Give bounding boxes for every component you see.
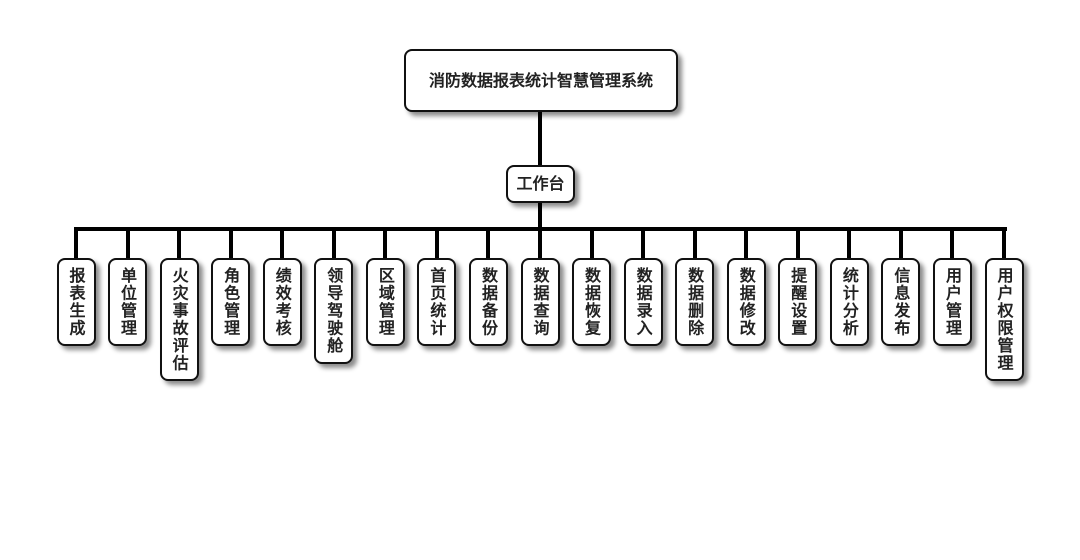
module-label: 数据恢复	[582, 267, 602, 337]
module-node: 领导驾驶舱	[314, 258, 354, 364]
module-node: 区域管理	[365, 258, 405, 346]
module-label: 区域管理	[375, 267, 395, 337]
module-label: 火灾事故评估	[169, 267, 189, 372]
connector-module	[538, 229, 542, 259]
module-label: 领导驾驶舱	[324, 267, 344, 355]
module-node: 用户管理	[932, 258, 972, 346]
connector-root-hub	[538, 112, 542, 165]
connector-module	[744, 229, 749, 259]
module-node: 首页统计	[417, 258, 457, 346]
connector-module	[228, 229, 233, 259]
module-node: 统计分析	[829, 258, 869, 346]
module-label: 数据备份	[478, 267, 498, 337]
module-label: 数据修改	[736, 267, 756, 337]
module-node: 数据删除	[675, 258, 715, 346]
connector-module	[795, 229, 800, 259]
connector-module	[898, 229, 903, 259]
module-node: 提醒设置	[778, 258, 818, 346]
module-node: 绩效考核	[262, 258, 302, 346]
module-node: 用户权限管理	[984, 258, 1024, 381]
connector-module	[950, 229, 955, 259]
module-node: 火灾事故评估	[159, 258, 199, 381]
connector-module	[331, 229, 336, 259]
module-label: 角色管理	[221, 267, 241, 337]
connector-module	[847, 229, 852, 259]
module-label: 数据删除	[685, 267, 705, 337]
connector-module	[1002, 229, 1006, 259]
module-node: 报表生成	[56, 258, 96, 346]
module-label: 单位管理	[118, 267, 138, 337]
connector-module	[434, 229, 439, 259]
module-label: 提醒设置	[788, 267, 808, 337]
module-node: 单位管理	[108, 258, 148, 346]
connector-module	[486, 229, 491, 259]
connector-hub-bus	[538, 203, 542, 230]
module-label: 绩效考核	[272, 267, 292, 337]
connector-module	[74, 229, 78, 259]
hub-node: 工作台	[506, 165, 575, 203]
connector-module	[125, 229, 130, 259]
module-label: 数据录入	[633, 267, 653, 337]
module-node: 数据查询	[520, 258, 560, 346]
module-label: 首页统计	[427, 267, 447, 337]
connector-module	[692, 229, 697, 259]
connector-module	[641, 229, 646, 259]
root-node: 消防数据报表统计智慧管理系统	[404, 49, 678, 112]
connector-module	[280, 229, 285, 259]
module-label: 数据查询	[530, 267, 550, 337]
module-label: 用户权限管理	[994, 267, 1014, 372]
module-node: 数据备份	[468, 258, 508, 346]
connector-module	[589, 229, 594, 259]
connector-module	[383, 229, 388, 259]
module-node: 数据修改	[726, 258, 766, 346]
module-label: 信息发布	[891, 267, 911, 337]
module-node: 信息发布	[881, 258, 921, 346]
module-label: 报表生成	[66, 267, 86, 337]
module-label: 用户管理	[942, 267, 962, 337]
connector-module	[177, 229, 182, 259]
module-node: 角色管理	[211, 258, 251, 346]
module-node: 数据恢复	[572, 258, 612, 346]
module-label: 统计分析	[839, 267, 859, 337]
module-node: 数据录入	[623, 258, 663, 346]
